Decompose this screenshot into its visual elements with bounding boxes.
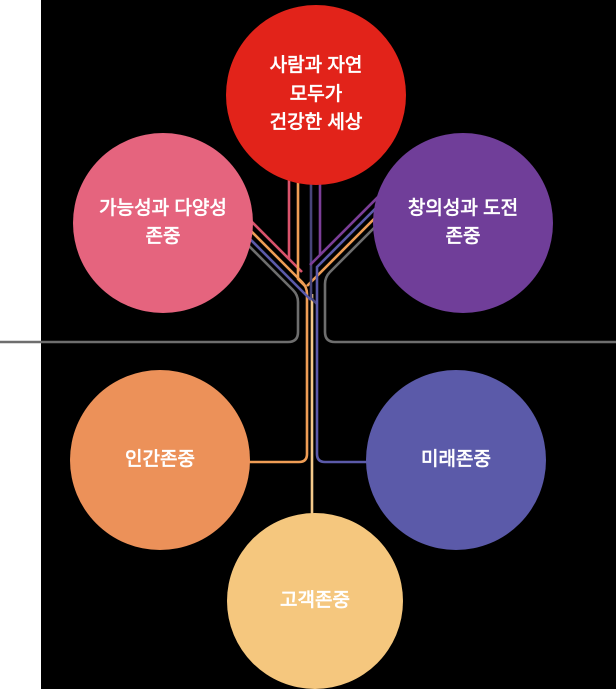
future-line-1: 미래존중: [421, 448, 491, 470]
value-label-customer: 고객존중: [280, 587, 350, 616]
divider-line-right: [323, 223, 616, 344]
line-human-right-diagonal: [306, 214, 379, 287]
human-line-1: 인간존중: [125, 448, 195, 470]
creativity-line-2: 존중: [445, 226, 481, 247]
left-margin-strip: [0, 0, 41, 689]
value-circle-customer: 고객존중: [227, 513, 403, 689]
line-future-main: [315, 205, 385, 464]
line-future-left-diagonal: [242, 231, 312, 301]
vision-line-2: 모두가: [289, 83, 343, 105]
creativity-line-1: 창의성과 도전: [407, 197, 519, 219]
divider-line-left: [0, 232, 300, 344]
value-circle-future: 미래존중: [366, 370, 546, 550]
value-label-human: 인간존중: [125, 446, 195, 475]
customer-line-1: 고객존중: [280, 589, 350, 611]
line-possibility-diagonal: [244, 214, 303, 273]
possibility-line-1: 가능성과 다양성: [99, 197, 227, 219]
value-circle-human: 인간존중: [70, 370, 250, 550]
value-label-future: 미래존중: [421, 446, 491, 475]
value-label-possibility: 가능성과 다양성 존중: [99, 195, 227, 252]
value-circle-possibility: 가능성과 다양성 존중: [73, 133, 253, 313]
line-human-trunk: [296, 160, 307, 288]
vision-line-1: 사람과 자연: [269, 55, 363, 77]
value-circle-creativity: 창의성과 도전 존중: [373, 133, 553, 313]
vision-circle: 사람과 자연 모두가 건강한 세상: [226, 5, 406, 185]
vision-label: 사람과 자연 모두가 건강한 세상: [270, 52, 363, 138]
vision-line-3: 건강한 세상: [269, 112, 363, 134]
possibility-line-2: 존중: [145, 226, 181, 247]
line-future-trunk: [309, 160, 318, 305]
value-label-creativity: 창의성과 도전 존중: [408, 195, 518, 252]
